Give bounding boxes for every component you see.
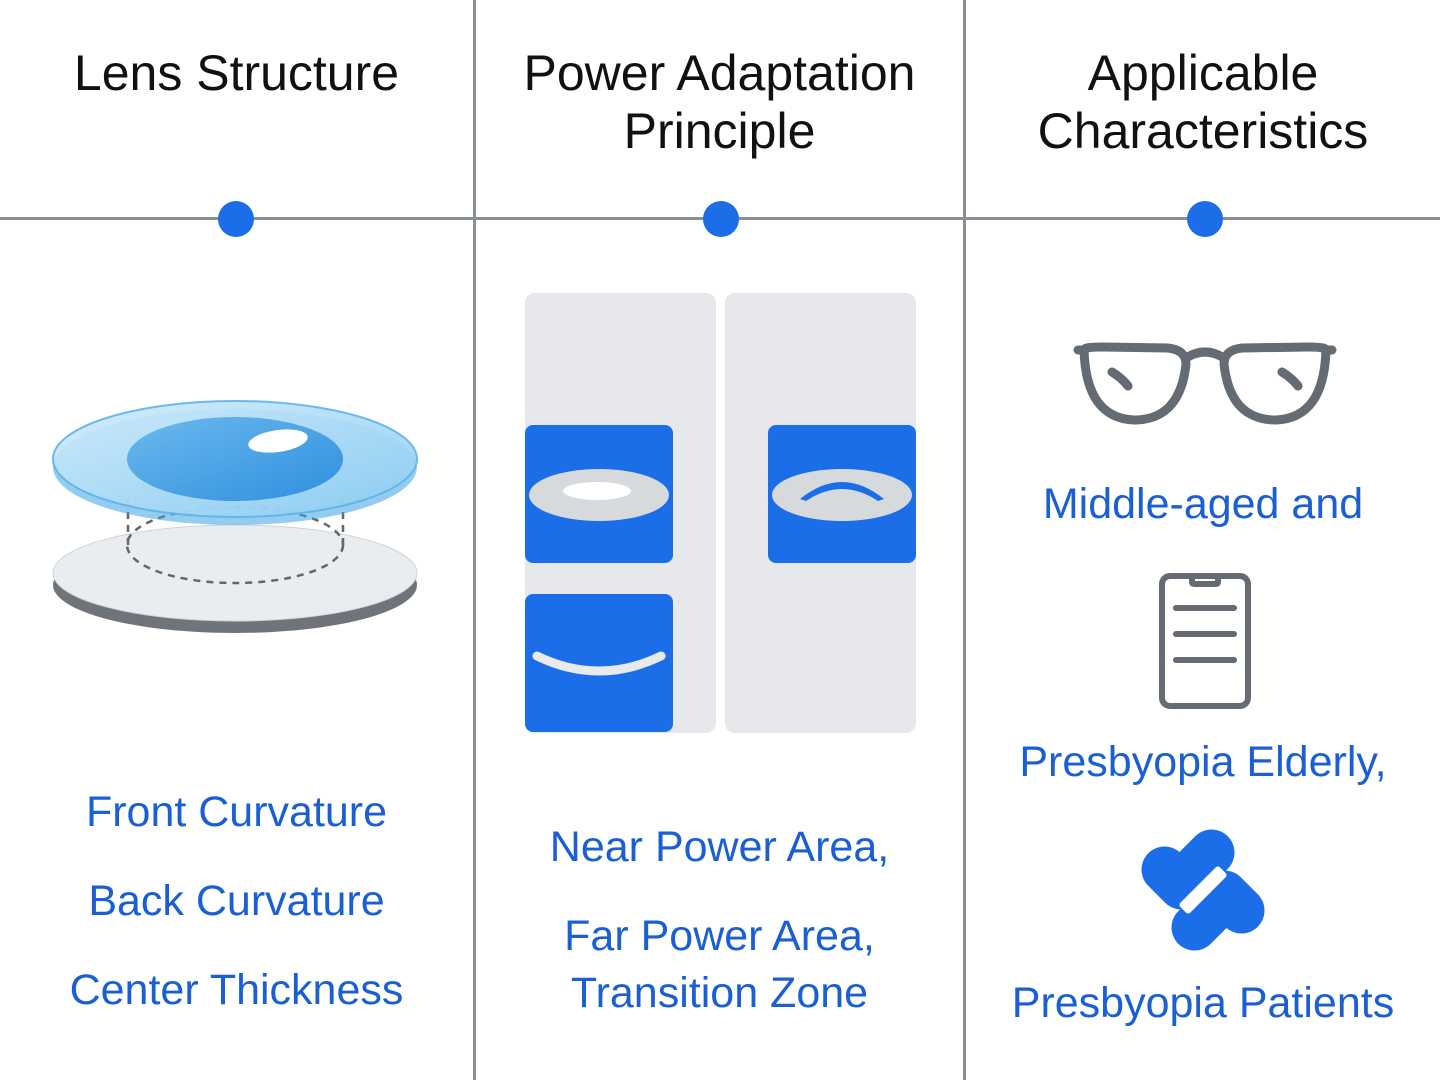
label-back-curvature: Back Curvature: [88, 877, 385, 925]
heading-line: Characteristics: [1037, 103, 1369, 159]
timeline-marker-lens-structure: [218, 201, 254, 237]
timeline-marker-applicable: [1187, 201, 1223, 237]
label-far-power-area: Far Power Area,: [564, 912, 875, 960]
column-heading-lens-structure: Lens Structure: [0, 44, 473, 102]
column-heading-applicable: Applicable Characteristics: [966, 44, 1440, 160]
heading-line: Power Adaptation: [523, 45, 916, 101]
lens-stack-icon: [52, 400, 418, 633]
label-transition-zone: Transition Zone: [570, 969, 869, 1017]
column-heading-power-adaptation: Power Adaptation Principle: [476, 44, 963, 160]
label-near-power-area: Near Power Area,: [549, 823, 890, 871]
column-divider-1: [473, 0, 476, 1080]
column-divider-2: [963, 0, 966, 1080]
label-presbyopia-patients: Presbyopia Patients: [1011, 979, 1395, 1027]
transition-zone-icon: [768, 425, 916, 563]
heading-line: Principle: [623, 103, 816, 159]
care-cross-icon: [1141, 829, 1265, 951]
near-zone-icon: [525, 594, 673, 732]
heading-line: Applicable: [1087, 45, 1319, 101]
phone-icon: [1159, 573, 1251, 709]
heading-line: Lens Structure: [73, 45, 400, 101]
far-zone-icon: [525, 425, 673, 563]
glasses-icon: [1073, 342, 1337, 425]
label-middle-aged: Middle-aged and: [1042, 480, 1364, 528]
timeline-marker-power-adaptation: [703, 201, 739, 237]
label-presbyopia-elderly: Presbyopia Elderly,: [1019, 738, 1387, 786]
label-front-curvature: Front Curvature: [85, 788, 388, 836]
label-center-thickness: Center Thickness: [69, 966, 404, 1014]
